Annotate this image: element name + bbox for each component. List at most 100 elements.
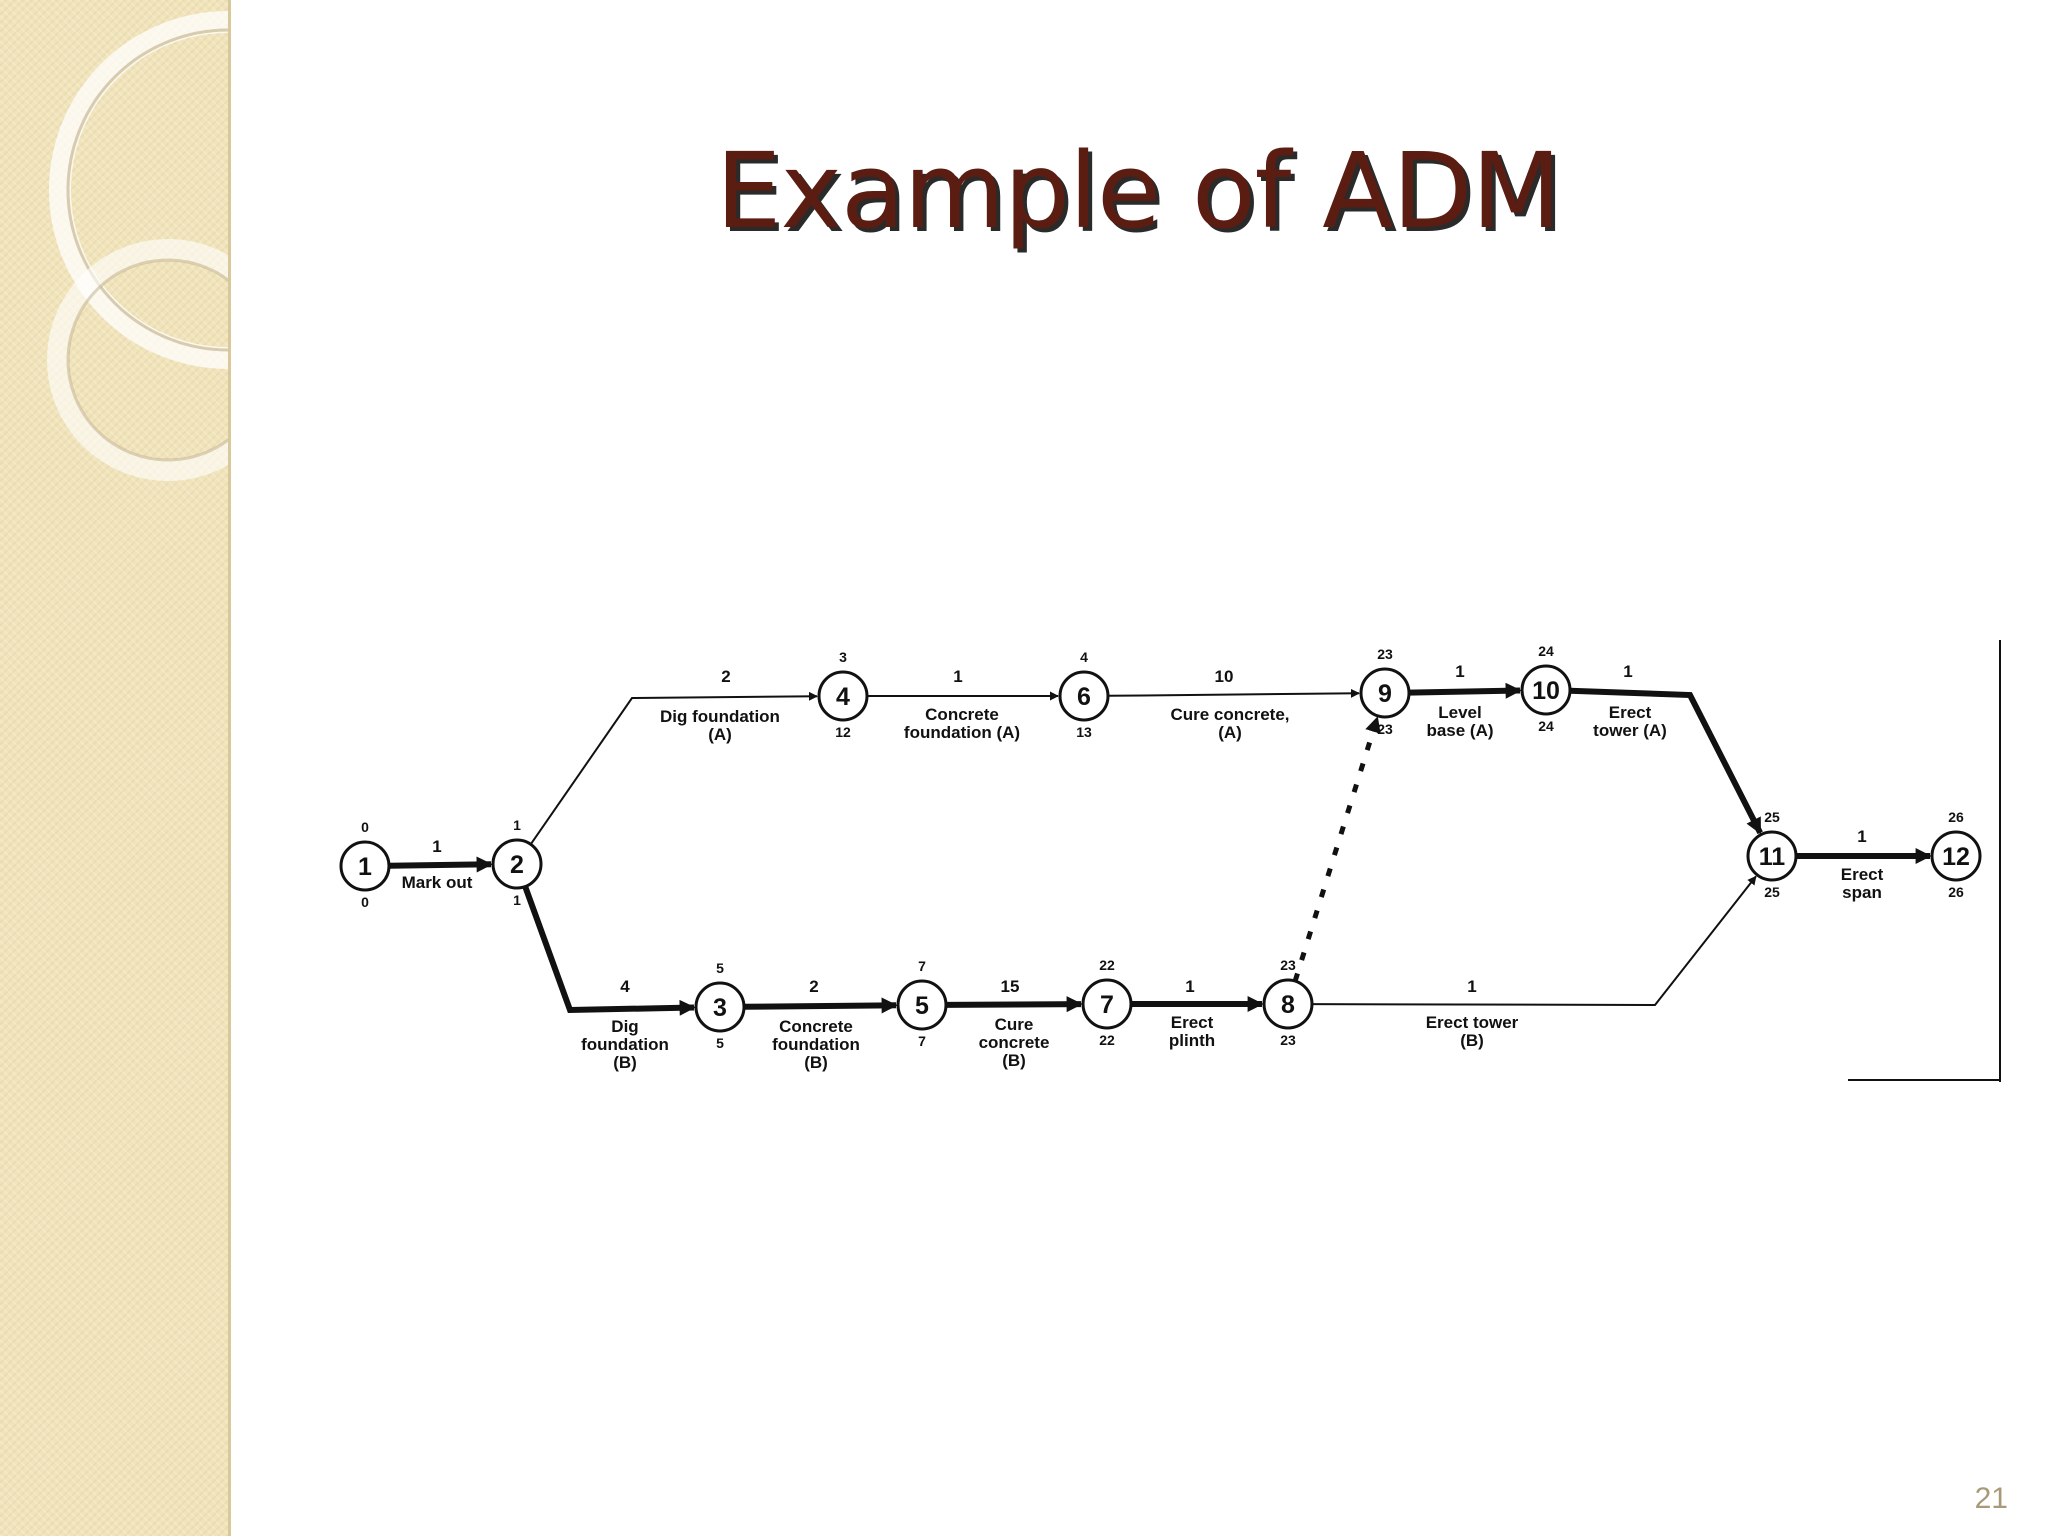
event-number: 11 xyxy=(1759,843,1786,871)
event-circle xyxy=(339,840,391,892)
activity-duration-4-6: 1 xyxy=(953,667,962,686)
event-earliest-time: 5 xyxy=(716,960,724,976)
event-number: 10 xyxy=(1532,677,1560,705)
event-number: 3 xyxy=(713,994,727,1022)
event-circle xyxy=(817,670,869,722)
event-circle xyxy=(896,979,948,1031)
activity-duration-6-9: 10 xyxy=(1215,667,1234,686)
activity-label-2-3: Dig xyxy=(611,1017,638,1036)
event-node-5: 5 7 7 xyxy=(896,958,948,1049)
event-circle xyxy=(1058,670,1110,722)
event-circle xyxy=(1262,978,1314,1030)
event-circle xyxy=(1930,830,1982,882)
event-latest-time: 24 xyxy=(1538,718,1554,734)
event-latest-time: 13 xyxy=(1076,724,1092,740)
activity-duration-5-7: 15 xyxy=(1001,977,1020,996)
event-earliest-time: 24 xyxy=(1538,643,1554,659)
event-number: 12 xyxy=(1942,843,1970,871)
event-circle xyxy=(1520,664,1572,716)
activity-label-5-7: Cure xyxy=(995,1015,1034,1034)
event-latest-time: 7 xyxy=(918,1033,926,1049)
event-earliest-time: 1 xyxy=(513,817,521,833)
activity-label-9-10: Level xyxy=(1438,703,1481,722)
activity-duration-8-11: 1 xyxy=(1467,977,1476,996)
event-node-1: 1 0 0 xyxy=(339,819,391,910)
event-earliest-time: 0 xyxy=(361,819,369,835)
activity-duration-2-3: 4 xyxy=(620,977,630,996)
activity-arrow-2-3 xyxy=(522,885,696,1016)
event-latest-time: 0 xyxy=(361,894,369,910)
activity-label-11-12: Erect xyxy=(1841,865,1884,884)
activity-label-4-6: Concrete xyxy=(925,705,999,724)
event-latest-time: 23 xyxy=(1280,1032,1296,1048)
event-latest-time: 5 xyxy=(716,1035,724,1051)
activity-label-2-3: (B) xyxy=(613,1053,637,1072)
activity-label-10-11: Erect xyxy=(1609,703,1652,722)
event-latest-time: 22 xyxy=(1099,1032,1115,1048)
event-circle xyxy=(694,981,746,1033)
event-node-11: 11 25 25 xyxy=(1746,809,1798,900)
event-circle xyxy=(491,838,543,890)
activity-arrow-1-2 xyxy=(388,856,493,873)
event-circle xyxy=(1359,667,1411,719)
activity-label-5-7: (B) xyxy=(1002,1051,1026,1070)
event-earliest-time: 4 xyxy=(1080,649,1088,665)
activity-label-3-5: foundation xyxy=(772,1035,860,1054)
activity-arrow-8-9 xyxy=(1292,716,1381,982)
event-circle xyxy=(1081,978,1133,1030)
event-node-6: 6 4 13 xyxy=(1058,649,1110,740)
activity-duration-9-10: 1 xyxy=(1455,662,1464,681)
event-number: 1 xyxy=(358,853,372,881)
activity-label-4-6: foundation (A) xyxy=(904,723,1020,742)
event-latest-time: 25 xyxy=(1764,884,1780,900)
activity-label-5-7: concrete xyxy=(979,1033,1050,1052)
activity-arrow-3-5 xyxy=(743,997,898,1014)
decorative-sidebar xyxy=(0,0,231,1536)
event-earliest-time: 7 xyxy=(918,958,926,974)
activity-label-6-9: Cure concrete, xyxy=(1170,705,1289,724)
activity-arrow-8-11 xyxy=(1311,875,1757,1007)
activity-duration-1-2: 1 xyxy=(432,837,441,856)
event-number: 6 xyxy=(1077,683,1091,711)
event-node-12: 12 26 26 xyxy=(1930,809,1982,900)
event-earliest-time: 3 xyxy=(839,649,847,665)
activity-label-9-10: base (A) xyxy=(1426,721,1493,740)
event-number: 4 xyxy=(836,683,850,711)
activity-label-3-5: Concrete xyxy=(779,1017,853,1036)
activity-label-2-4: Dig foundation xyxy=(660,707,780,726)
activity-duration-3-5: 2 xyxy=(809,977,818,996)
event-earliest-time: 25 xyxy=(1764,809,1780,825)
activity-arrow-9-10 xyxy=(1408,682,1522,699)
event-earliest-time: 26 xyxy=(1948,809,1964,825)
activity-label-2-4: (A) xyxy=(708,725,732,744)
event-circle xyxy=(1746,830,1798,882)
activity-label-11-12: span xyxy=(1842,883,1882,902)
event-number: 5 xyxy=(915,992,929,1020)
event-number: 8 xyxy=(1281,991,1295,1019)
activity-label-6-9: (A) xyxy=(1218,723,1242,742)
event-node-2: 2 1 1 xyxy=(491,817,543,908)
activity-label-8-11: Erect tower xyxy=(1426,1013,1519,1032)
page-number: 21 xyxy=(1974,1482,2008,1515)
activity-label-10-11: tower (A) xyxy=(1593,721,1667,740)
slide-title: Example of ADM xyxy=(715,130,1562,252)
activity-arrow-2-4 xyxy=(529,691,818,845)
activity-label-1-2: Mark out xyxy=(402,873,473,892)
activity-label-7-8: Erect xyxy=(1171,1013,1214,1032)
activity-duration-10-11: 1 xyxy=(1623,662,1632,681)
event-earliest-time: 22 xyxy=(1099,957,1115,973)
event-number: 9 xyxy=(1378,680,1392,708)
activity-duration-2-4: 2 xyxy=(721,667,730,686)
event-number: 2 xyxy=(510,851,524,879)
activity-label-8-11: (B) xyxy=(1460,1031,1484,1050)
event-latest-time: 26 xyxy=(1948,884,1964,900)
event-latest-time: 1 xyxy=(513,892,521,908)
decorative-rings xyxy=(47,11,228,481)
activity-label-7-8: plinth xyxy=(1169,1031,1215,1050)
event-node-3: 3 5 5 xyxy=(694,960,746,1051)
event-node-10: 10 24 24 xyxy=(1520,643,1572,734)
activity-arrow-6-9 xyxy=(1107,688,1360,698)
activity-label-3-5: (B) xyxy=(804,1053,828,1072)
